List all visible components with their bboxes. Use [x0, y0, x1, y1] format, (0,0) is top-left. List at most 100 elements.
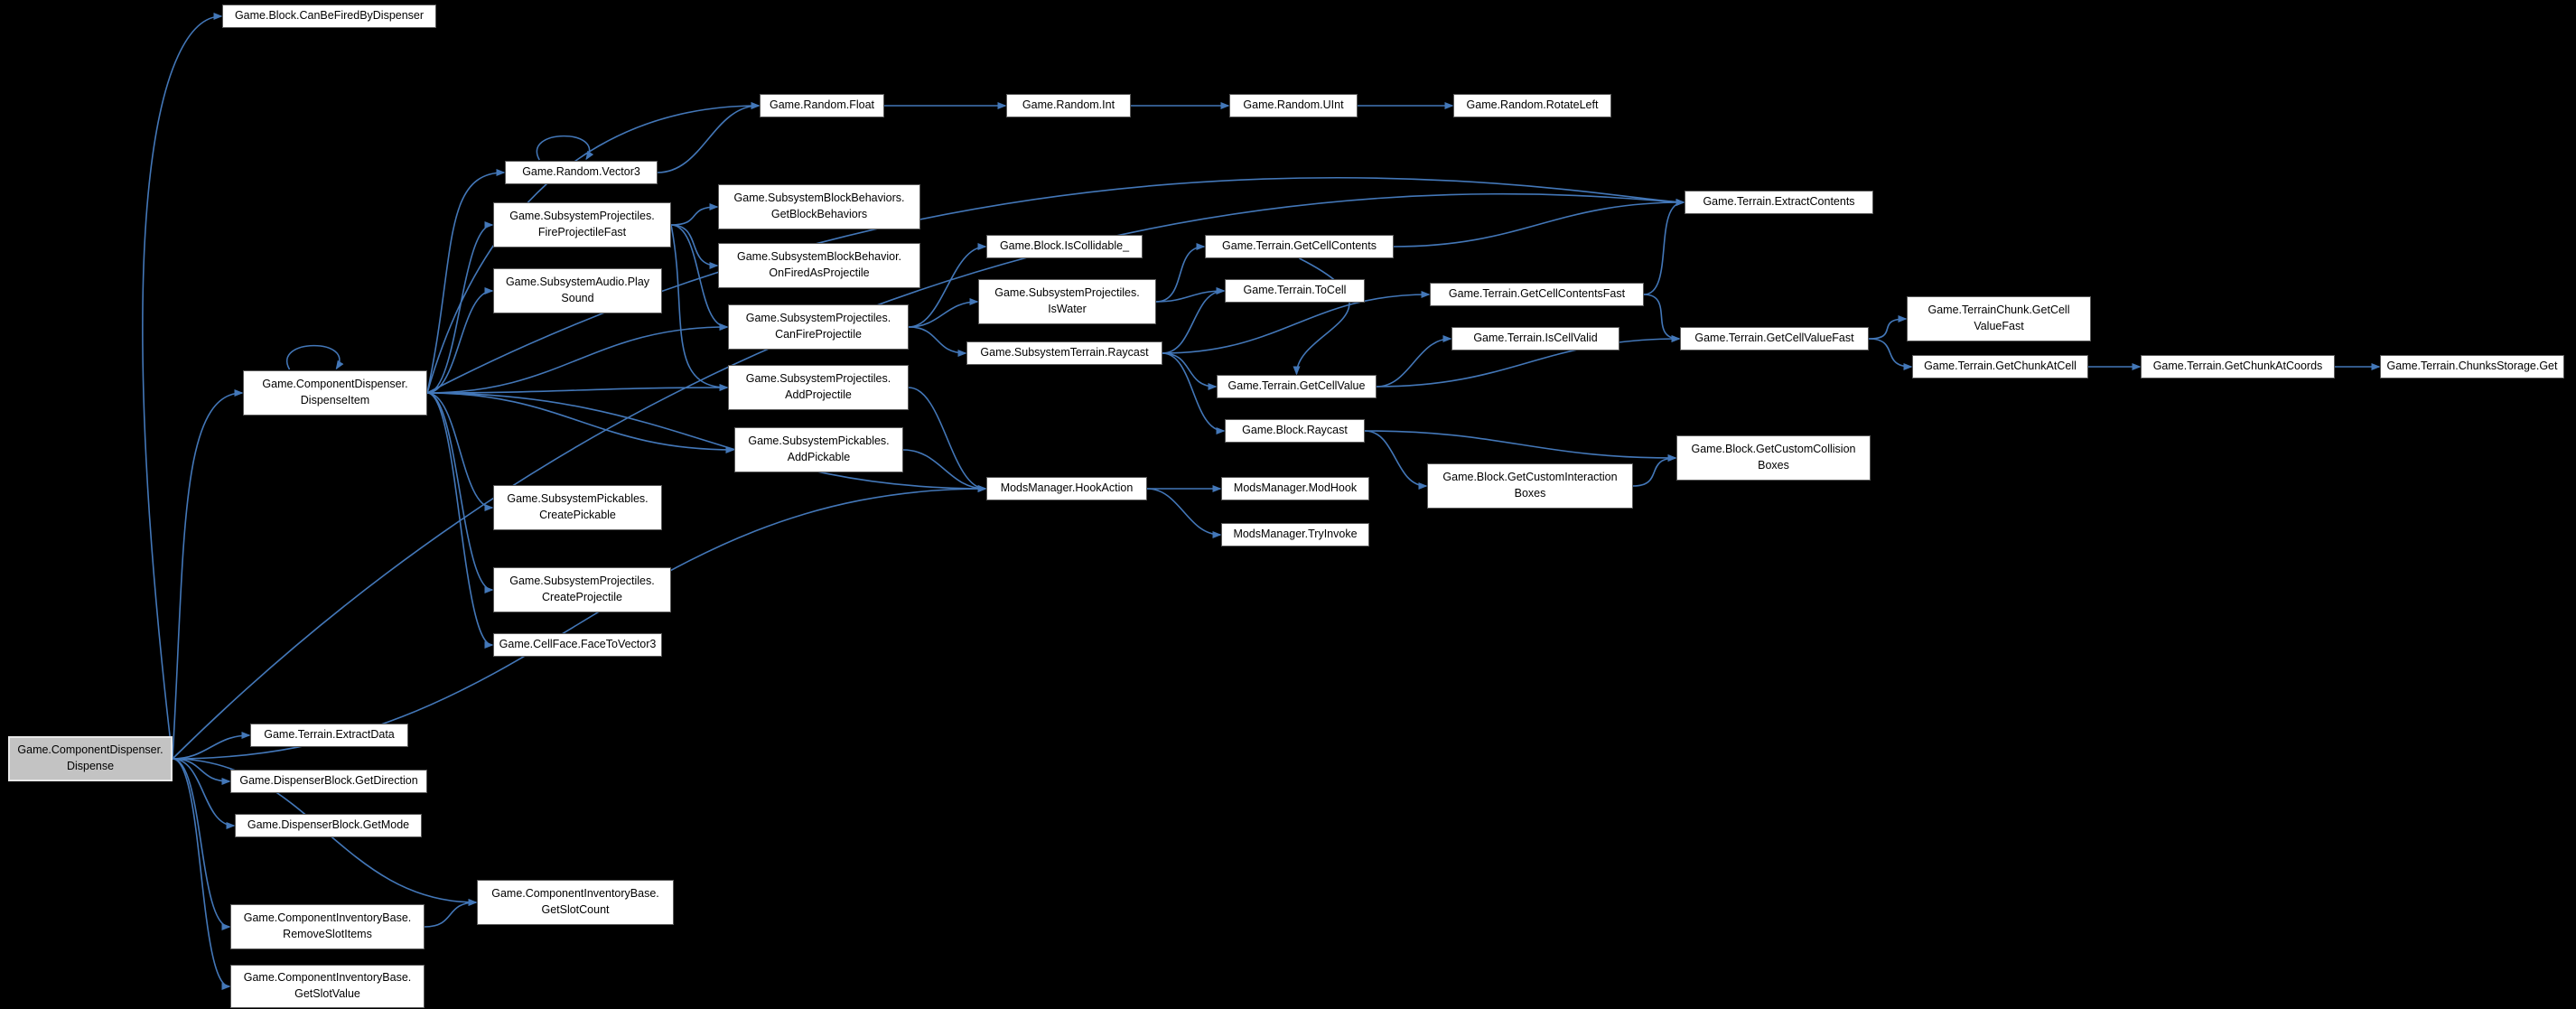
graph-node-label: Game.Random.Int — [1022, 98, 1115, 112]
graph-node-label: Game.Block.Raycast — [1242, 424, 1348, 437]
graph-node-modHook[interactable]: ModsManager.ModHook — [1221, 477, 1369, 500]
graph-node-blockRaycast[interactable]: Game.Block.Raycast — [1225, 419, 1365, 443]
graph-node-label: ModsManager.ModHook — [1233, 481, 1358, 495]
edge-canFireProjectile-to-terrainRaycast — [908, 326, 967, 357]
edge-dispenseItem-to-extractContents — [426, 176, 1685, 394]
edge-isWater-to-getCellContents — [1155, 243, 1206, 303]
graph-node-label: Game.Block.IsCollidable_ — [999, 239, 1130, 253]
graph-node-label: Dispense — [66, 760, 115, 772]
graph-node-getCellContentsFast[interactable]: Game.Terrain.GetCellContentsFast — [1430, 283, 1644, 306]
graph-node-label: GetBlockBehaviors — [770, 208, 868, 220]
edge-isWater-to-toCell — [1155, 287, 1226, 303]
graph-node-canFireProjectile[interactable]: Game.SubsystemProjectiles.CanFireProject… — [728, 304, 909, 350]
graph-node-isCellValid[interactable]: Game.Terrain.IsCellValid — [1451, 327, 1619, 350]
edge-dispense-to-getMode — [172, 758, 236, 829]
edge-getCellValue-to-isCellValid — [1376, 335, 1452, 388]
graph-node-removeSlotItems[interactable]: Game.ComponentInventoryBase.RemoveSlotIt… — [230, 904, 425, 949]
graph-node-label: FireProjectileFast — [537, 226, 627, 238]
graph-node-getMode[interactable]: Game.DispenserBlock.GetMode — [235, 814, 422, 837]
edge-group — [142, 13, 2381, 990]
graph-node-faceToVector3[interactable]: Game.CellFace.FaceToVector3 — [493, 633, 662, 657]
graph-node-fireProjectileFast[interactable]: Game.SubsystemProjectiles. FireProjectile… — [493, 202, 671, 248]
graph-node-createProjectile[interactable]: Game.SubsystemProjectiles.CreateProjecti… — [493, 567, 671, 612]
graph-node-isCollidable[interactable]: Game.Block.IsCollidable_ — [986, 235, 1143, 258]
graph-node-randFloat[interactable]: Game.Random.Float — [760, 94, 884, 117]
graph-node-addProjectile[interactable]: Game.SubsystemProjectiles. AddProjectile — [728, 365, 909, 410]
graph-node-canBeFired[interactable]: Game.Block.CanBeFiredByDispenser — [222, 5, 436, 28]
graph-node-getDirection[interactable]: Game.DispenserBlock.GetDirection — [230, 770, 427, 793]
graph-node-label: Game.SubsystemProjectiles. — [509, 210, 655, 223]
graph-node-label: Game.Block.GetCustomInteraction — [1442, 471, 1618, 484]
graph-node-label: Game.Terrain.GetCellValue — [1227, 379, 1366, 393]
graph-node-label: IsWater — [1048, 303, 1087, 315]
graph-node-label: AddProjectile — [785, 388, 852, 401]
edge-blockRaycast-to-getCustomCollisionBoxes — [1364, 430, 1677, 462]
graph-node-terrainRaycast[interactable]: Game.SubsystemTerrain.Raycast — [966, 341, 1162, 365]
edge-randVector3-to-randFloat — [657, 102, 761, 173]
graph-node-tryInvoke[interactable]: ModsManager.TryInvoke — [1221, 523, 1369, 547]
graph-node-chunksStorageGet[interactable]: Game.Terrain.ChunksStorage.Get — [2380, 355, 2564, 378]
edge-dispenseItem-to-canFireProjectile — [426, 323, 729, 394]
graph-node-randVector3[interactable]: Game.Random.Vector3 — [505, 161, 658, 184]
graph-node-label: RemoveSlotItems — [283, 928, 372, 940]
graph-node-label: Game.Random.Float — [769, 98, 875, 112]
edge-addProjectile-to-hookAction — [908, 387, 987, 492]
graph-node-label: Game.CellFace.FaceToVector3 — [499, 638, 657, 651]
graph-node-dispense: Game.ComponentDispenser.Dispense — [8, 736, 173, 781]
edge-dispenseItem-to-fireProjectileFast — [426, 221, 494, 394]
graph-node-label: ModsManager.HookAction — [1000, 481, 1134, 495]
graph-node-isWater[interactable]: Game.SubsystemProjectiles.IsWater — [978, 279, 1156, 324]
edge-dispenseItem-to-createProjectile — [426, 392, 494, 593]
graph-node-label: Boxes — [1758, 459, 1789, 472]
graph-node-label: Game.SubsystemPickables. — [748, 434, 890, 448]
edge-blockRaycast-to-getCustomInteractionBoxes — [1364, 430, 1428, 490]
edge-fireProjectileFast-to-onFiredAsProjectile — [670, 224, 719, 269]
graph-node-extractData[interactable]: Game.Terrain.ExtractData — [250, 724, 408, 747]
graph-node-addPickable[interactable]: Game.SubsystemPickables.AddPickable — [734, 427, 903, 472]
graph-node-label: Game.Terrain.ToCell — [1243, 284, 1347, 297]
graph-node-label: Game.Random.Vector3 — [522, 165, 640, 179]
graph-node-extractContents[interactable]: Game.Terrain.ExtractContents — [1685, 191, 1873, 214]
graph-node-getChunkAtCoords[interactable]: Game.Terrain.GetChunkAtCoords — [2141, 355, 2335, 378]
graph-node-hookAction[interactable]: ModsManager.HookAction — [986, 477, 1147, 500]
graph-node-label: Game.Block.GetCustomCollision — [1691, 443, 1856, 456]
graph-node-label: Game.ComponentDispenser. — [262, 378, 408, 391]
graph-node-toCell[interactable]: Game.Terrain.ToCell — [1225, 279, 1365, 303]
graph-node-label: GetSlotCount — [541, 903, 610, 916]
graph-node-getCellContents[interactable]: Game.Terrain.GetCellContents — [1205, 235, 1394, 258]
graph-node-rotateLeft[interactable]: Game.Random.RotateLeft — [1453, 94, 1611, 117]
edge-dispenseItem-to-hookAction — [426, 392, 987, 492]
graph-node-getBlockBehaviors[interactable]: Game.SubsystemBlockBehaviors.GetBlockBeh… — [718, 184, 920, 229]
graph-node-label: Game.SubsystemTerrain.Raycast — [980, 346, 1149, 360]
graph-node-label: Game.Terrain.GetCellContentsFast — [1448, 287, 1626, 301]
edge-randVector3-to-randVector3 — [536, 135, 594, 161]
graph-node-randInt[interactable]: Game.Random.Int — [1006, 94, 1131, 117]
graph-node-label: OnFiredAsProjectile — [769, 266, 870, 279]
edge-dispense-to-extractData — [172, 732, 251, 760]
graph-node-getChunkAtCell[interactable]: Game.Terrain.GetChunkAtCell — [1912, 355, 2088, 378]
graph-node-onFiredAsProjectile[interactable]: Game.SubsystemBlockBehavior.OnFiredAsPro… — [718, 243, 920, 288]
edge-fireProjectileFast-to-canFireProjectile — [670, 224, 729, 331]
graph-node-getSlotValue[interactable]: Game.ComponentInventoryBase.GetSlotValue — [230, 965, 425, 1008]
graph-node-randUInt[interactable]: Game.Random.UInt — [1229, 94, 1358, 117]
graph-node-label: Game.Terrain.ChunksStorage.Get — [2386, 360, 2558, 373]
edge-terrainRaycast-to-toCell — [1162, 287, 1226, 354]
graph-node-getCellValueFast[interactable]: Game.Terrain.GetCellValueFast — [1680, 327, 1869, 350]
graph-node-label: GetSlotValue — [294, 987, 360, 1000]
graph-node-getSlotCount[interactable]: Game.ComponentInventoryBase.GetSlotCount — [477, 880, 674, 925]
graph-node-label: Game.Terrain.ExtractData — [264, 728, 395, 742]
edge-dispense-to-removeSlotItems — [172, 758, 231, 930]
graph-node-label: Game.SubsystemPickables. — [507, 492, 649, 506]
graph-node-label: Game.SubsystemProjectiles. — [745, 372, 891, 386]
graph-node-getCellValue[interactable]: Game.Terrain.GetCellValue — [1217, 375, 1377, 398]
graph-node-label: DispenseItem — [300, 394, 370, 406]
graph-node-label: Sound — [561, 292, 594, 304]
graph-node-dispenseItem[interactable]: Game.ComponentDispenser. DispenseItem — [243, 370, 427, 416]
graph-node-label: Game.Terrain.IsCellValid — [1473, 332, 1598, 345]
graph-node-createPickable[interactable]: Game.SubsystemPickables.CreatePickable — [493, 485, 662, 530]
